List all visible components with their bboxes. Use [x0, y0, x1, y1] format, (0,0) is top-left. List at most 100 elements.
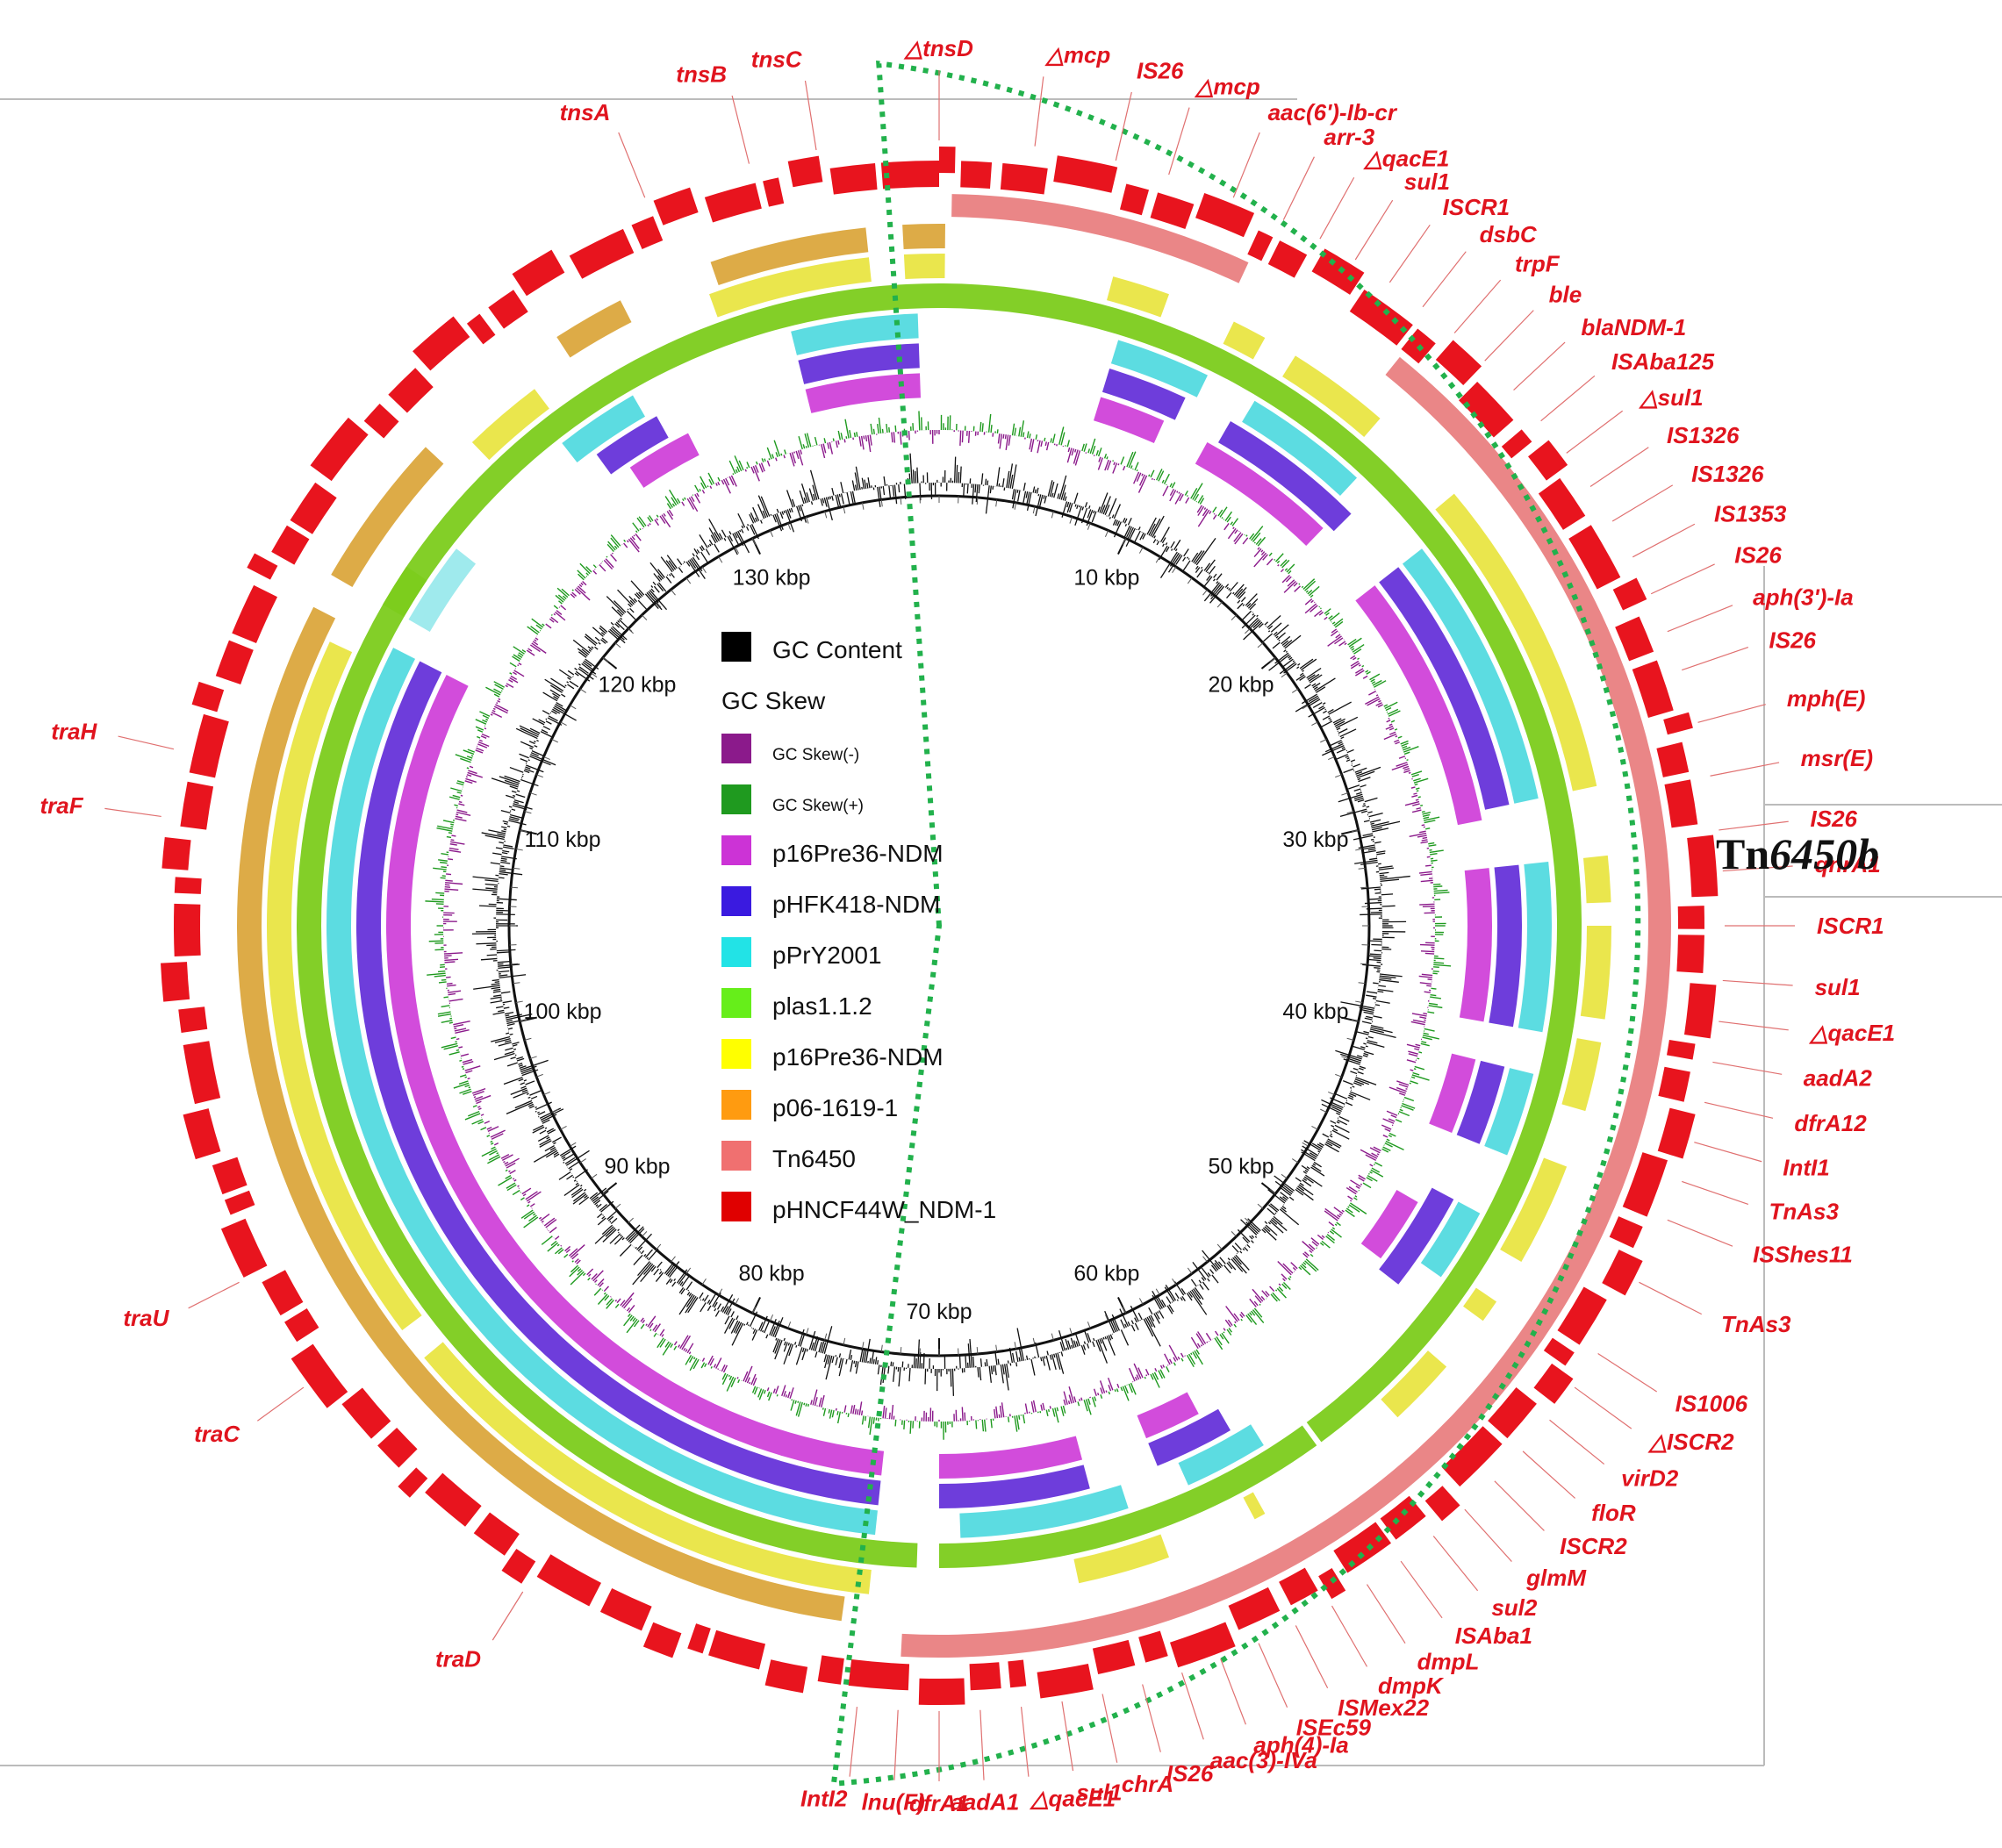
gc-skew-bar	[468, 1111, 480, 1117]
gc-skew-bar	[1350, 1179, 1361, 1187]
gc-content-bar	[521, 775, 524, 777]
gc-skew-bar	[1368, 690, 1377, 696]
kbp-minor-tick	[995, 1344, 998, 1352]
gc-content-bar	[831, 1356, 835, 1364]
gc-skew-bar	[1063, 1399, 1066, 1406]
gc-content-bar	[1053, 483, 1058, 498]
gc-skew-bar	[550, 1240, 557, 1246]
backbone-gene-block	[1349, 289, 1413, 346]
gc-content-bar	[714, 1307, 717, 1312]
gc-skew-bar	[812, 1389, 818, 1406]
backbone-gene-block	[284, 1308, 319, 1343]
gc-content-bar	[1095, 1340, 1101, 1352]
backbone-gene-block	[1435, 340, 1482, 385]
gc-skew-bar	[445, 882, 463, 885]
gc-content-bar	[615, 621, 625, 631]
gc-content-bar	[537, 1111, 540, 1114]
gc-skew-bar	[1304, 580, 1317, 591]
gc-skew-bar	[550, 614, 553, 616]
gc-skew-bar	[1382, 1146, 1391, 1152]
gc-content-bar	[653, 1268, 659, 1276]
gc-content-bar	[1165, 542, 1168, 546]
gc-skew-bar	[1153, 1372, 1159, 1380]
legend-skew-plus: GC Skew(+)	[772, 797, 864, 815]
kbp-minor-tick	[1104, 1314, 1109, 1322]
gc-content-bar	[685, 1295, 697, 1314]
gc-content-bar	[1044, 495, 1047, 504]
legend-swatch-gc-content	[721, 632, 751, 662]
backbone-gene-block	[1664, 779, 1698, 828]
gc-skew-bar	[556, 610, 563, 615]
gc-content-bar	[585, 634, 598, 645]
gc-content-bar	[728, 534, 734, 541]
gc-skew-bar	[493, 688, 502, 694]
gc-skew-bar	[722, 1365, 728, 1373]
kbp-minor-tick	[718, 556, 723, 563]
p16Pre36-yellow-segment	[1463, 1287, 1497, 1322]
gc-content-bar	[801, 504, 804, 507]
gc-content-bar	[723, 1317, 734, 1334]
gc-content-bar	[600, 632, 606, 636]
gc-content-bar	[1266, 615, 1281, 628]
legend-skew-minus: GC Skew(-)	[772, 746, 859, 764]
gc-skew-bar	[518, 652, 524, 656]
gc-content-bar	[1130, 1320, 1134, 1325]
gc-content-bar	[512, 1042, 520, 1045]
gc-content-bar	[1346, 749, 1354, 754]
gc-skew-bar	[829, 441, 834, 455]
gc-content-bar	[629, 607, 635, 613]
gc-content-bar	[1086, 1343, 1090, 1349]
gc-content-bar	[1363, 1052, 1369, 1056]
gc-content-bar	[570, 1187, 583, 1196]
gc-skew-bar	[1196, 1343, 1201, 1348]
gc-skew-bar	[603, 1292, 606, 1295]
gc-content-bar	[559, 1145, 577, 1157]
gc-skew-bar	[628, 1313, 631, 1318]
kbp-minor-tick	[1051, 1333, 1054, 1341]
gc-content-bar	[561, 693, 566, 698]
gc-skew-bar	[1405, 1087, 1408, 1090]
gc-skew-bar	[1305, 590, 1309, 593]
gc-content-bar	[599, 627, 606, 634]
gc-content-bar	[915, 470, 917, 483]
gc-skew-bar	[494, 684, 504, 691]
gene-leader-line	[1366, 1584, 1406, 1644]
gc-content-bar	[758, 1322, 764, 1331]
gc-content-bar	[527, 1103, 535, 1107]
gc-skew-bar	[1103, 453, 1108, 459]
backbone-gene-block	[271, 525, 310, 565]
p06-1619-1-segment	[902, 224, 945, 250]
gc-skew-bar	[884, 1407, 887, 1419]
gc-content-bar	[683, 561, 685, 563]
backbone-gene-block	[473, 1512, 520, 1556]
gc-content-bar	[724, 1315, 730, 1325]
gc-content-bar	[668, 560, 677, 570]
gc-content-bar	[1213, 578, 1216, 582]
gc-content-bar	[1087, 509, 1092, 519]
gc-content-bar	[1251, 1240, 1254, 1243]
gc-content-bar	[1270, 1219, 1278, 1225]
gc-content-bar	[567, 677, 571, 680]
gc-skew-bar	[626, 1318, 638, 1334]
gene-leader-line	[849, 1707, 858, 1777]
gc-content-bar	[1317, 1150, 1321, 1153]
gc-content-bar	[1159, 526, 1170, 542]
gc-content-bar	[1281, 1207, 1288, 1213]
gc-content-bar	[1011, 489, 1015, 500]
gc-content-bar	[506, 825, 511, 827]
gc-content-bar	[509, 785, 518, 790]
gc-content-bar	[1207, 571, 1209, 574]
gc-skew-bar	[690, 496, 695, 502]
gc-skew-bar	[1128, 1367, 1136, 1382]
p16Pre36-magenta-segment	[1195, 441, 1324, 546]
gc-skew-bar	[448, 992, 456, 996]
gc-skew-bar	[822, 1407, 827, 1416]
gc-content-bar	[1373, 982, 1379, 985]
gc-skew-bar	[662, 1342, 671, 1356]
gc-skew-bar	[431, 899, 444, 901]
gc-skew-bar	[448, 998, 463, 1002]
gc-content-bar	[917, 1339, 921, 1369]
kbp-minor-tick	[1032, 1337, 1036, 1345]
gc-content-bar	[1159, 551, 1178, 578]
gc-skew-bar	[534, 639, 537, 642]
